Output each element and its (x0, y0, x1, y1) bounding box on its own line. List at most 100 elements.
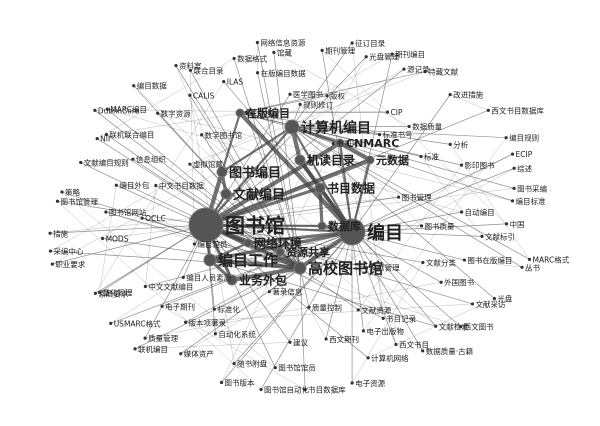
node-jdsm[interactable] (294, 154, 306, 166)
node-wlhj[interactable] (243, 238, 253, 248)
node-wxbm[interactable] (220, 188, 232, 200)
node-l3[interactable] (320, 48, 324, 52)
node-l73[interactable] (104, 210, 108, 214)
node-sjk[interactable] (314, 182, 326, 194)
node-l18[interactable] (504, 136, 508, 140)
node-l39[interactable] (421, 349, 425, 353)
node-l10[interactable] (385, 110, 390, 114)
node-l44[interactable] (366, 356, 370, 360)
node-l58[interactable] (183, 320, 188, 324)
node-l47[interactable] (307, 305, 311, 309)
node-l71[interactable] (48, 231, 52, 235)
node-l33[interactable] (492, 296, 496, 301)
node-l13[interactable] (407, 124, 411, 129)
node-l63[interactable] (109, 321, 113, 326)
node-l8[interactable] (390, 52, 394, 56)
node-l88[interactable] (188, 93, 192, 97)
node-l53[interactable] (232, 362, 236, 366)
node-l45[interactable] (350, 381, 354, 385)
node-l51[interactable] (259, 387, 263, 392)
node-l15[interactable] (486, 108, 490, 112)
node-l38[interactable] (434, 324, 438, 328)
node-l48[interactable] (303, 388, 307, 392)
node-l84[interactable] (105, 107, 109, 111)
node-l80[interactable] (95, 136, 99, 141)
node-l41[interactable] (394, 342, 398, 347)
node-l29[interactable] (527, 257, 532, 261)
node-l17[interactable] (419, 154, 423, 159)
node-l35[interactable] (470, 302, 475, 306)
node-l25[interactable] (460, 210, 464, 214)
node-l37[interactable] (364, 266, 369, 270)
node-l86[interactable] (132, 84, 136, 88)
node-l61[interactable] (160, 304, 164, 308)
node-bmgz[interactable] (203, 253, 217, 267)
node-l2[interactable] (298, 102, 302, 106)
node-l34[interactable] (439, 280, 443, 284)
node-l65[interactable] (97, 290, 102, 295)
node-l16[interactable] (448, 142, 452, 146)
node-l30[interactable] (520, 265, 524, 269)
node-tsbm[interactable] (216, 166, 228, 178)
node-bm[interactable] (338, 218, 366, 246)
node-l28[interactable] (480, 234, 484, 238)
node-l14[interactable] (448, 93, 452, 97)
node-l90[interactable] (188, 68, 193, 72)
node-ywwb[interactable] (226, 274, 238, 286)
node-l91[interactable] (222, 79, 226, 84)
node-l92[interactable] (244, 110, 248, 114)
node-l55[interactable] (213, 332, 217, 336)
node-l5[interactable] (350, 41, 354, 45)
node-l42[interactable] (356, 308, 360, 312)
node-jsjbm[interactable] (284, 119, 300, 135)
node-l82[interactable] (188, 162, 192, 166)
node-l59[interactable] (143, 336, 147, 340)
node-l94[interactable] (255, 71, 260, 75)
node-l72[interactable] (140, 216, 144, 220)
node-l20[interactable] (510, 152, 515, 156)
node-l81[interactable] (104, 132, 109, 137)
node-l22[interactable] (397, 195, 401, 199)
node-l64[interactable] (143, 284, 147, 289)
node-l93[interactable] (232, 56, 236, 61)
node-l7[interactable] (331, 142, 335, 146)
node-l9[interactable] (402, 67, 406, 71)
node-l54[interactable] (219, 380, 224, 385)
node-l6[interactable] (364, 55, 368, 59)
node-l4[interactable] (325, 94, 329, 98)
node-l27[interactable] (419, 224, 424, 228)
node-l40[interactable] (381, 316, 385, 320)
node-l60[interactable] (133, 347, 137, 351)
node-l85[interactable] (156, 111, 160, 115)
node-l23[interactable] (512, 186, 516, 190)
node-l74[interactable] (55, 199, 60, 203)
node-l19[interactable] (459, 163, 464, 167)
node-l83[interactable] (93, 108, 97, 112)
node-l66[interactable] (93, 291, 97, 295)
node-cnmarc[interactable] (335, 138, 345, 148)
node-zyxx[interactable] (275, 247, 285, 257)
node-l57[interactable] (212, 307, 216, 311)
node-l26[interactable] (504, 222, 509, 226)
node-l21[interactable] (512, 166, 516, 170)
node-l76[interactable] (114, 183, 118, 187)
node-mbk[interactable] (365, 155, 375, 165)
node-gxtsg[interactable] (293, 261, 307, 275)
node-l75[interactable] (60, 190, 64, 194)
node-l43[interactable] (361, 329, 366, 333)
node-l69[interactable] (48, 249, 53, 253)
node-l95[interactable] (255, 40, 259, 45)
node-zxbm[interactable] (235, 108, 245, 118)
node-l49[interactable] (288, 340, 292, 344)
node-sjkd[interactable] (317, 221, 327, 231)
node-tsg[interactable] (188, 207, 224, 243)
node-l36[interactable] (459, 325, 463, 329)
node-l89[interactable] (174, 64, 178, 68)
node-l11[interactable] (423, 69, 427, 74)
node-l1[interactable] (288, 92, 292, 96)
node-l67[interactable] (192, 242, 196, 246)
node-l78[interactable] (79, 160, 83, 165)
node-l32[interactable] (421, 260, 425, 265)
node-l12[interactable] (377, 133, 382, 137)
node-l31[interactable] (462, 258, 466, 262)
